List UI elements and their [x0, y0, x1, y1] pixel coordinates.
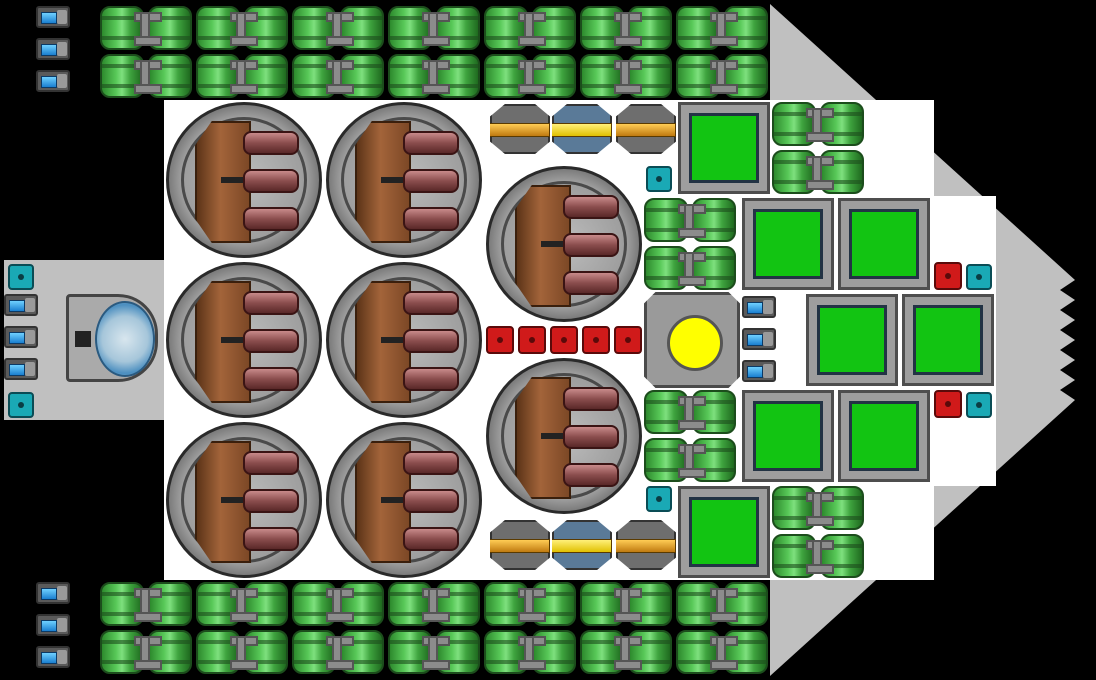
fuel-tank-block[interactable] — [772, 532, 868, 580]
fuel-tank-block[interactable] — [772, 100, 868, 148]
thruster[interactable] — [36, 6, 70, 28]
autocannon[interactable] — [490, 104, 550, 154]
cargo-container[interactable] — [742, 390, 834, 482]
cockpit[interactable] — [66, 294, 158, 382]
ammo-box[interactable] — [934, 390, 962, 418]
ammo-box[interactable] — [614, 326, 642, 354]
thruster[interactable] — [4, 326, 38, 348]
fuel-tank-block[interactable] — [772, 484, 868, 532]
autocannon[interactable] — [490, 520, 550, 570]
fuel-tank-block[interactable] — [292, 628, 388, 676]
fuel-tank-block[interactable] — [292, 580, 388, 628]
fuel-tank-block[interactable] — [388, 4, 484, 52]
ammo-box[interactable] — [486, 326, 514, 354]
fuel-tank-block[interactable] — [676, 52, 772, 100]
heavy-turret[interactable] — [486, 358, 642, 514]
thruster[interactable] — [4, 358, 38, 380]
fuel-tank-block[interactable] — [388, 628, 484, 676]
fuel-tank-block[interactable] — [388, 580, 484, 628]
fuel-tank-block[interactable] — [196, 4, 292, 52]
fuel-tank-block[interactable] — [292, 52, 388, 100]
heavy-turret[interactable] — [166, 422, 322, 578]
fuel-tank-block[interactable] — [580, 628, 676, 676]
thruster[interactable] — [36, 646, 70, 668]
ammo-box[interactable] — [582, 326, 610, 354]
heavy-turret[interactable] — [326, 262, 482, 418]
fuel-tank-block[interactable] — [644, 244, 740, 292]
fuel-tank-block[interactable] — [484, 4, 580, 52]
shield-node[interactable] — [8, 392, 34, 418]
thruster[interactable] — [742, 360, 776, 382]
heavy-turret[interactable] — [166, 102, 322, 258]
fuel-tank-block[interactable] — [484, 580, 580, 628]
thruster[interactable] — [36, 70, 70, 92]
shield-node[interactable] — [646, 166, 672, 192]
heavy-turret[interactable] — [326, 422, 482, 578]
reactor-core[interactable] — [644, 292, 740, 388]
heavy-turret[interactable] — [486, 166, 642, 322]
thruster[interactable] — [36, 38, 70, 60]
fuel-tank-block[interactable] — [580, 52, 676, 100]
fuel-tank-block[interactable] — [196, 580, 292, 628]
fuel-tank-block[interactable] — [676, 580, 772, 628]
fuel-tank-block[interactable] — [676, 4, 772, 52]
heavy-turret[interactable] — [326, 102, 482, 258]
cargo-container[interactable] — [678, 486, 770, 578]
fuel-tank-block[interactable] — [484, 628, 580, 676]
cargo-container[interactable] — [902, 294, 994, 386]
fuel-tank-block[interactable] — [644, 196, 740, 244]
fuel-tank-block[interactable] — [388, 52, 484, 100]
fuel-tank-block[interactable] — [580, 4, 676, 52]
thruster[interactable] — [36, 614, 70, 636]
fuel-tank-block[interactable] — [196, 52, 292, 100]
cargo-container[interactable] — [806, 294, 898, 386]
shield-node[interactable] — [966, 392, 992, 418]
cargo-container[interactable] — [838, 198, 930, 290]
cargo-container[interactable] — [838, 390, 930, 482]
ammo-box[interactable] — [518, 326, 546, 354]
laser-gun[interactable] — [552, 104, 612, 154]
shield-node[interactable] — [8, 264, 34, 290]
fuel-tank-block[interactable] — [100, 628, 196, 676]
fuel-tank-block[interactable] — [100, 580, 196, 628]
heavy-turret[interactable] — [166, 262, 322, 418]
cargo-container[interactable] — [678, 102, 770, 194]
fuel-tank-block[interactable] — [644, 436, 740, 484]
laser-gun[interactable] — [552, 520, 612, 570]
thruster[interactable] — [742, 296, 776, 318]
shield-node[interactable] — [646, 486, 672, 512]
cargo-container[interactable] — [742, 198, 834, 290]
ammo-box[interactable] — [550, 326, 578, 354]
thruster[interactable] — [742, 328, 776, 350]
fuel-tank-block[interactable] — [100, 4, 196, 52]
autocannon[interactable] — [616, 104, 676, 154]
fuel-tank-block[interactable] — [644, 388, 740, 436]
shield-node[interactable] — [966, 264, 992, 290]
fuel-tank-block[interactable] — [292, 4, 388, 52]
fuel-tank-block[interactable] — [772, 148, 868, 196]
fuel-tank-block[interactable] — [580, 580, 676, 628]
fuel-tank-block[interactable] — [196, 628, 292, 676]
fuel-tank-block[interactable] — [484, 52, 580, 100]
thruster[interactable] — [4, 294, 38, 316]
autocannon[interactable] — [616, 520, 676, 570]
ammo-box[interactable] — [934, 262, 962, 290]
fuel-tank-block[interactable] — [100, 52, 196, 100]
thruster[interactable] — [36, 582, 70, 604]
fuel-tank-block[interactable] — [676, 628, 772, 676]
